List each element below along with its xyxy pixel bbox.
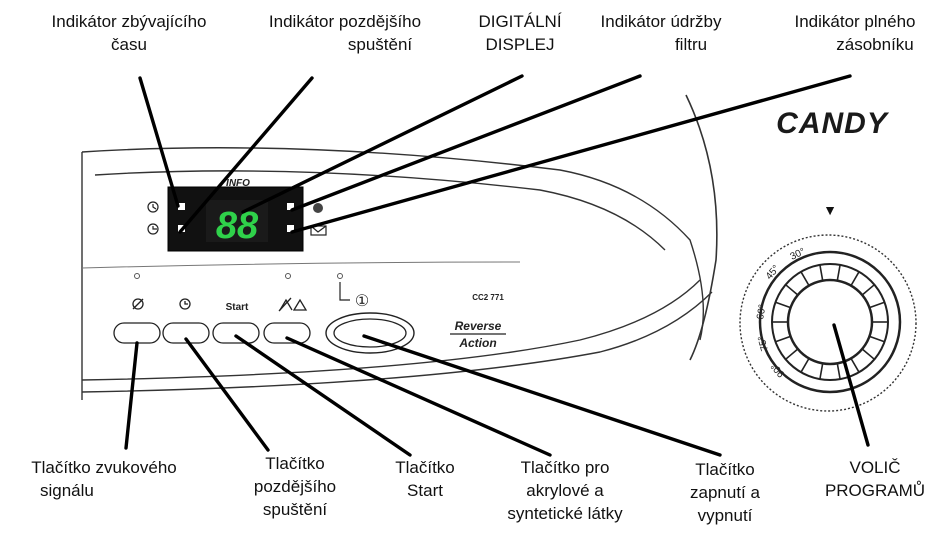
dial-segment [800,357,810,373]
label-full-container: Indikátor plného zásobníku [794,12,916,54]
leader-lines [124,74,870,457]
delay-start-button[interactable] [162,322,210,344]
label-program-selector: VOLIČ PROGRAMŮ [824,458,926,500]
leader-sound-button [124,341,139,450]
action-text: Action [458,336,496,350]
led-dots [134,273,343,279]
acrylic-synthetic-icon [278,297,308,312]
leader-start-button [234,334,412,457]
dial-segment [869,335,885,343]
dial-segment [775,335,791,343]
label-power-button: Tlačítko zapnutí a vypnutí [690,460,760,525]
label-filter-maintenance: Indikátor údržby filtru [600,12,722,54]
sound-mute-icon [132,298,144,310]
label-delay-button: Tlačítko pozdějšího spuštění [253,454,337,519]
model-number: CC2 771 [472,293,504,302]
label-remaining-time: Indikátor zbývajícího času [51,12,207,54]
digital-display-value: 88 [216,205,259,247]
delay-button-icon [179,298,191,310]
panel-body [81,94,718,400]
program-selector-dial[interactable] [739,234,917,412]
dial-segment [800,271,810,287]
delay-start-icon [147,223,159,235]
leader-filter-maintenance [290,74,642,212]
sound-button[interactable] [113,322,161,344]
acrylic-synthetic-button[interactable] [263,322,311,344]
reverse-text: Reverse [455,319,502,333]
dial-segment [850,357,860,373]
dial-segment [819,363,824,380]
leader-power-button [362,334,722,457]
filter-maintenance-icon [313,203,323,213]
dial-segment [861,348,875,360]
label-delay-start: Indikátor pozdějšího spuštění [268,12,422,54]
dial-segment [836,363,841,380]
dial-label-75: 75° [756,335,771,352]
label-sound-button: Tlačítko zvukového signálu [31,458,177,500]
dial-marker: ▼ [823,202,837,218]
info-label: INFO [226,178,250,189]
label-acrylic-button: Tlačítko pro akrylové a syntetické látky [507,458,623,523]
power-symbol-icon: ① [355,293,369,310]
remaining-time-icon [147,201,159,213]
dial-segment [869,301,885,309]
dial-segment [850,271,860,287]
dial-segment [819,264,824,281]
leader-delay-start [178,76,314,234]
candy-logo: CANDY [776,107,890,140]
leader-digital-display [241,74,524,214]
power-button[interactable] [333,318,407,348]
digital-display-screen [206,200,268,242]
label-digital-display: DIGITÁLNÍ DISPLEJ [478,12,562,54]
dial-segment [785,284,799,296]
dial-segment [836,264,841,281]
label-start-button: Tlačítko Start [395,458,455,500]
start-button-label: Start [226,302,249,313]
leader-full-container [290,74,852,234]
leader-program-selector [832,323,870,447]
start-button[interactable] [212,322,260,344]
dial-segment [861,284,875,296]
dial-label-60: 60° [755,304,768,321]
dial-segment [775,301,791,309]
leader-acrylic-button [285,336,552,457]
dial-segment [785,348,799,360]
leader-delay-button [184,337,270,452]
power-led-bracket [339,282,350,301]
leader-remaining-time [138,76,180,208]
